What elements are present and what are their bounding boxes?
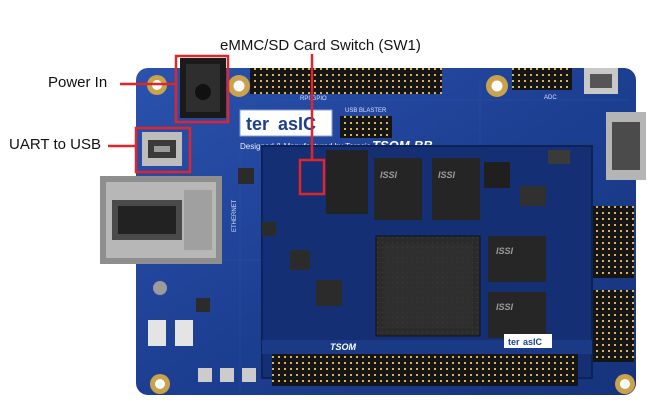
mini-usb-top [584, 68, 618, 94]
ethernet-jack [100, 176, 222, 264]
som-socket [272, 352, 578, 386]
hdmi-connector [606, 112, 646, 180]
terasic-logo: ter asIC [239, 109, 333, 137]
power-highlight-box [174, 54, 230, 124]
chip-brand-2: ISSI [438, 170, 456, 180]
ddr-chips [326, 150, 546, 338]
mounting-holes [147, 75, 635, 394]
chip-brand-3: ISSI [496, 246, 514, 256]
right-header-bottom [592, 290, 634, 362]
uart-highlight-box [134, 126, 192, 174]
power-callout: Power In [48, 74, 108, 91]
adc-header [512, 68, 572, 90]
power-jack [180, 58, 226, 118]
uart-callout: UART to USB [9, 136, 101, 153]
module-logo: ter asIC [504, 334, 552, 348]
rpi-gpio-header [250, 68, 442, 94]
side-buttons [148, 281, 256, 382]
chip-brand-1: ISSI [380, 170, 398, 180]
label-adc: ADC [544, 95, 557, 101]
svg-text:ter: ter [508, 337, 520, 347]
label-usb-blaster: USB BLASTER [345, 108, 387, 114]
fpga-chip [375, 235, 481, 337]
small-components [196, 150, 570, 312]
label-rpi: RPI GPIO [300, 96, 327, 102]
sw1-callout: eMMC/SD Card Switch (SW1) [220, 37, 421, 54]
module-brand: TSOM [330, 342, 357, 352]
right-header-top [592, 206, 634, 278]
leader-lines [108, 54, 314, 160]
svg-text:asIC: asIC [523, 337, 543, 347]
logo-ter: ter [246, 114, 269, 134]
label-ethernet: ETHERNET [232, 199, 238, 232]
chip-brand-4: ISSI [496, 302, 514, 312]
logo-asic: asIC [278, 114, 316, 134]
uart-usb-connector [142, 132, 182, 166]
usb-blaster-header [340, 116, 392, 138]
